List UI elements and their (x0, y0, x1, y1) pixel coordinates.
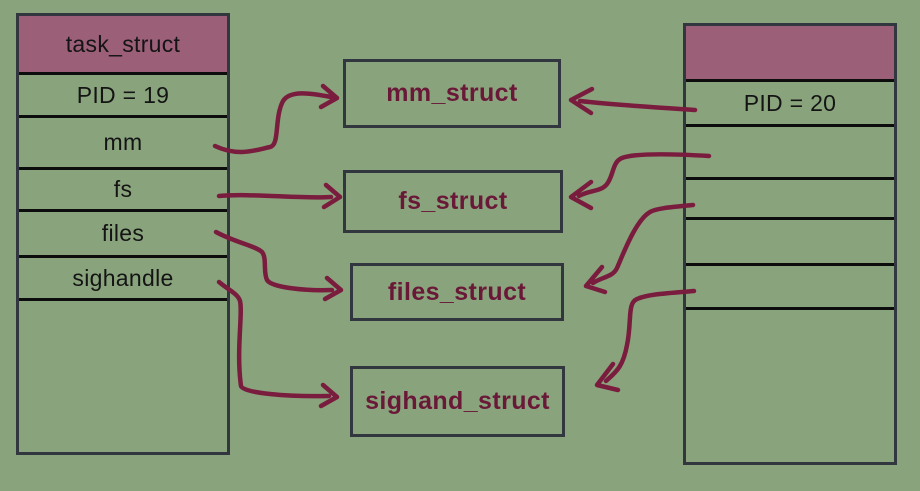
arrow-pid20-to-sighand-struct (594, 288, 697, 393)
task-struct-table-pid20: PID = 20 (683, 23, 897, 465)
files-struct-box: files_struct (350, 263, 564, 321)
arrow-pid19-mm-to-mm-struct (212, 83, 340, 155)
fs-struct-box: fs_struct (343, 170, 563, 233)
table-row-empty (686, 127, 894, 180)
table-row-pid20: PID = 20 (686, 82, 894, 127)
mm-struct-box: mm_struct (343, 59, 561, 128)
table-row-pid19: PID = 19 (19, 75, 227, 118)
arrow-pid19-files-to-files-struct (213, 229, 344, 302)
table-row-files: files (19, 212, 227, 258)
table-row-sighandle: sighandle (19, 258, 227, 301)
table-empty-area (686, 310, 894, 462)
arrow-pid19-sighandle-to-sighand-struct (216, 279, 340, 409)
table-row-empty (686, 220, 894, 266)
arrow-pid19-fs-to-fs-struct (216, 182, 343, 210)
arrow-pid20-to-mm-struct (568, 86, 698, 116)
task-struct-table-pid19: task_struct PID = 19 mm fs files sighand… (16, 13, 230, 455)
table-row-empty (686, 266, 894, 310)
sighand-struct-box: sighand_struct (350, 366, 565, 437)
table-row-fs: fs (19, 170, 227, 212)
task-struct-header: task_struct (19, 16, 227, 75)
task-struct-header-empty (686, 26, 894, 82)
arrow-pid20-to-files-struct (583, 202, 696, 295)
table-row-mm: mm (19, 118, 227, 170)
table-row-empty (686, 180, 894, 220)
table-empty-area (19, 301, 227, 452)
